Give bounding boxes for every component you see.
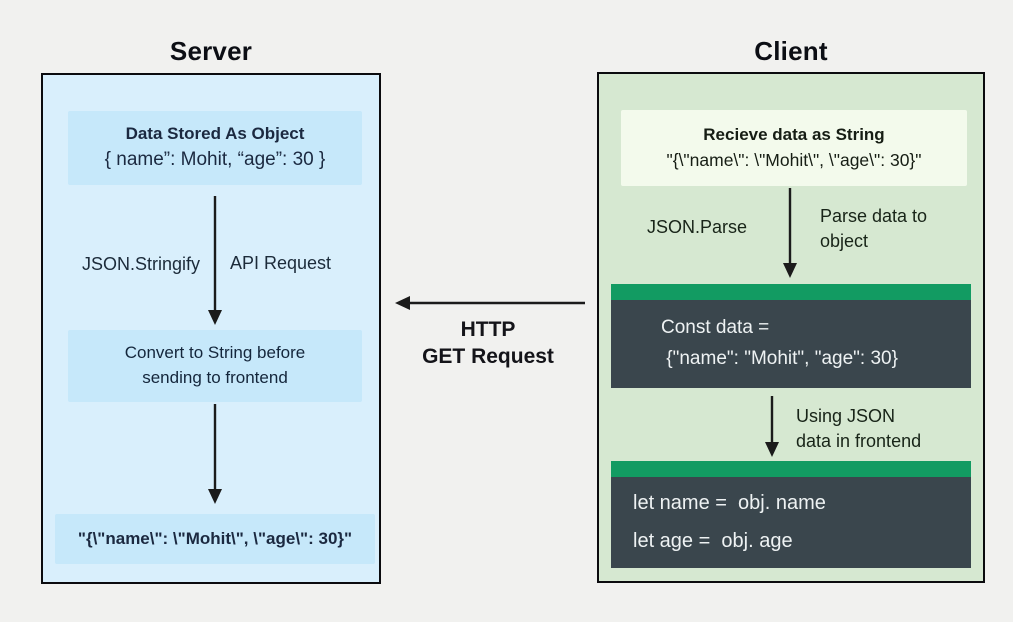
convert-line-1: Convert to String before [124, 343, 306, 363]
server-object-box: Data Stored As Object { name”: Mohit, “a… [68, 111, 362, 185]
server-string-value: "{\"name\": \"Mohit\", \"age\": 30}" [77, 529, 353, 549]
http-get-label: HTTP GET Request [398, 317, 578, 371]
server-string-box: "{\"name\": \"Mohit\", \"age\": 30}" [55, 514, 375, 564]
api-request-label: API Request [230, 253, 332, 273]
http-label-line1: HTTP [460, 318, 516, 341]
client-code-block-2: let name = obj. name let age = obj. age [611, 461, 971, 568]
server-title: Server [169, 36, 253, 66]
server-convert-box: Convert to String before sending to fron… [68, 330, 362, 402]
using-note-line1: Using JSON [796, 406, 896, 426]
server-object-heading: Data Stored As Object [125, 124, 305, 144]
code2-line1: let name = obj. name [633, 491, 826, 514]
code2-line2: let age = obj. age [633, 529, 793, 552]
using-note-line2: data in frontend [796, 430, 922, 451]
parse-note: Parse data to object [820, 204, 927, 254]
parse-note-line2: object [820, 230, 869, 251]
http-label-line2: GET Request [422, 344, 554, 368]
json-parse-label: JSON.Parse [647, 217, 748, 237]
code-block-1-accent-bar [611, 284, 971, 300]
receive-heading: Recieve data as String [703, 125, 885, 145]
server-object-value: { name”: Mohit, “age”: 30 } [104, 149, 326, 171]
client-title: Client [754, 36, 828, 66]
code-block-2-accent-bar [611, 461, 971, 477]
parse-note-line1: Parse data to [820, 206, 928, 226]
code1-line1: Const data = [661, 316, 770, 338]
client-code-block-1: Const data = {"name": "Mohit", "age": 30… [611, 284, 971, 388]
code1-line2: {"name": "Mohit", "age": 30} [661, 348, 898, 369]
receive-value: "{\"name\": \"Mohit\", \"age\": 30}" [666, 150, 922, 171]
stringify-label: JSON.Stringify [81, 254, 200, 274]
client-receive-box: Recieve data as String "{\"name\": \"Moh… [621, 110, 967, 186]
convert-line-2: sending to frontend [142, 368, 288, 387]
using-json-note: Using JSON data in frontend [796, 404, 921, 454]
http-get-arrow [395, 296, 585, 310]
